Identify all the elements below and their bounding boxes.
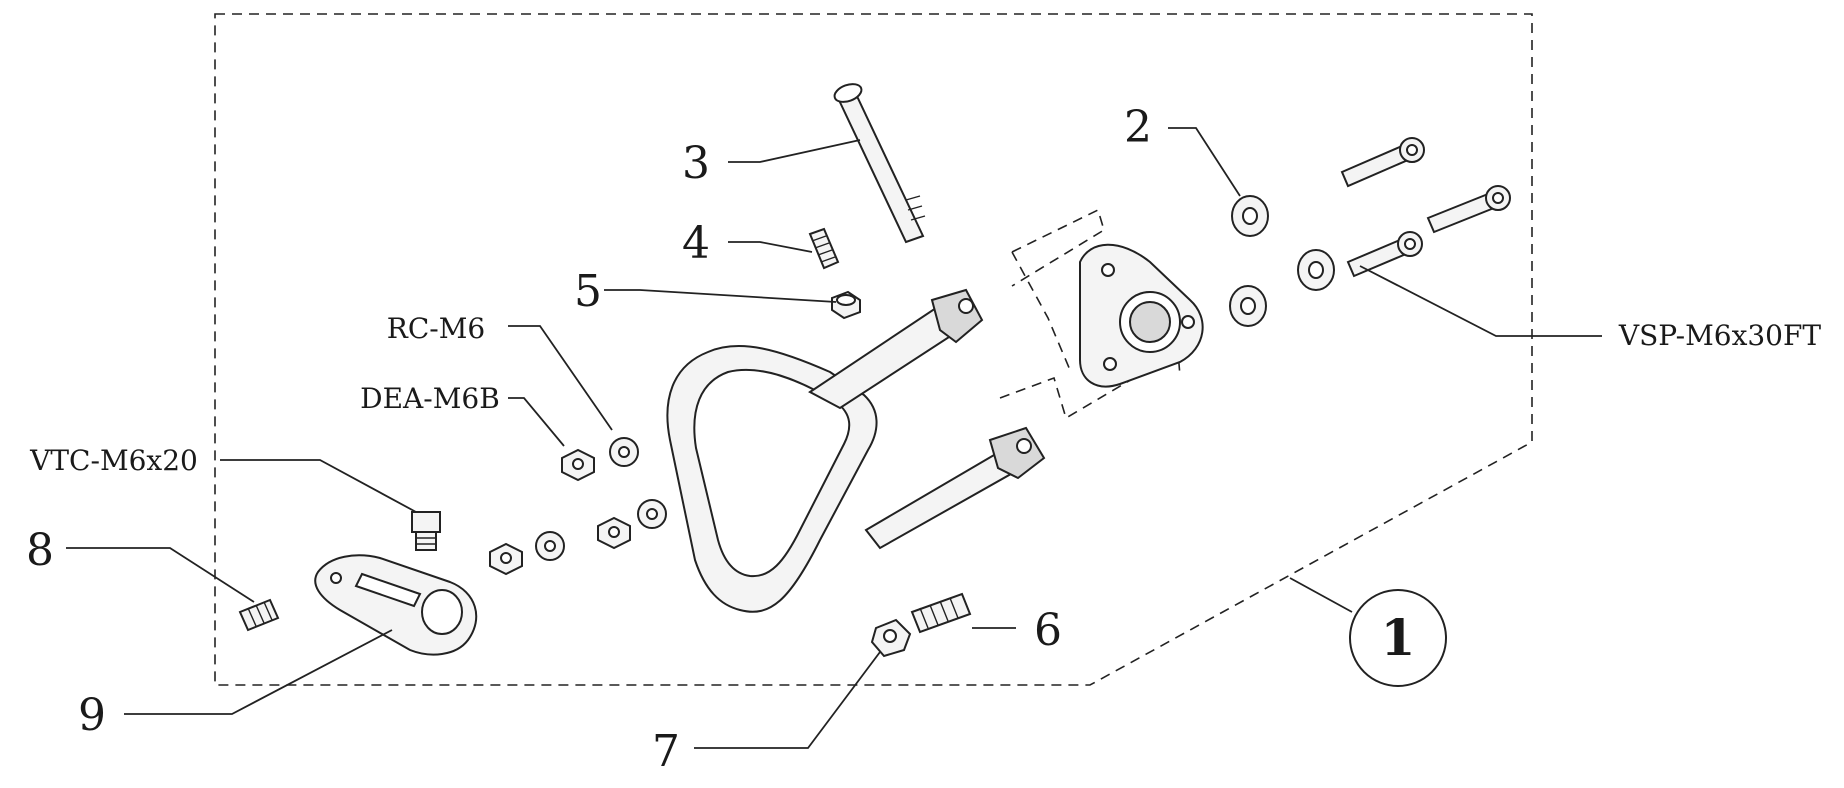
mounting-plate: [1079, 243, 1204, 388]
leader-dea: [508, 397, 565, 447]
callout-5: 5: [574, 266, 602, 317]
assembly-number-bubble: 1: [1289, 577, 1447, 687]
callout-7: 7: [652, 726, 680, 777]
callout-vtc-m6x20: VTC-M6x20: [29, 444, 198, 477]
part-9-lever: [314, 554, 478, 656]
callout-3: 3: [682, 138, 710, 189]
part-4-set-screw: [808, 227, 840, 270]
assembly-boundary: [214, 13, 1533, 686]
screws-vsp: [1340, 137, 1511, 278]
leader-9: [124, 629, 393, 715]
callout-rc-m6: RC-M6: [387, 312, 485, 345]
leader-5: [604, 289, 837, 303]
callout-8: 8: [26, 525, 54, 576]
callout-9: 9: [78, 690, 106, 741]
leader-3: [728, 139, 861, 163]
leader-rc: [508, 325, 613, 431]
leader-4: [728, 241, 813, 253]
leader-vsp: [1359, 265, 1602, 337]
callout-dea-m6b: DEA-M6B: [360, 382, 500, 415]
nuts-and-washers: [489, 437, 667, 576]
part-7-cap-nut: [870, 618, 912, 658]
callout-2: 2: [1124, 102, 1152, 153]
triangular-handle-arm: [666, 288, 1046, 613]
part-8-grub-screw: [238, 598, 280, 632]
leader-vtc: [220, 459, 417, 513]
screw-vtc: [411, 511, 441, 551]
callout-6: 6: [1034, 605, 1062, 656]
leader-8: [66, 547, 255, 603]
leader-7: [694, 651, 881, 749]
leader-2: [1168, 127, 1241, 197]
alignment-bracket-upper: [1011, 208, 1105, 287]
callout-4: 4: [682, 218, 710, 269]
part-3-pin: [833, 83, 926, 244]
alignment-bracket-lower: [999, 350, 1181, 420]
callout-vsp-m6x30ft: VSP-M6x30FT: [1618, 319, 1822, 352]
part-5-small-nut: [831, 290, 861, 320]
assembly-number: 1: [1381, 608, 1416, 667]
part-2-washers: [1229, 195, 1335, 327]
part-6-spring: [910, 592, 972, 634]
